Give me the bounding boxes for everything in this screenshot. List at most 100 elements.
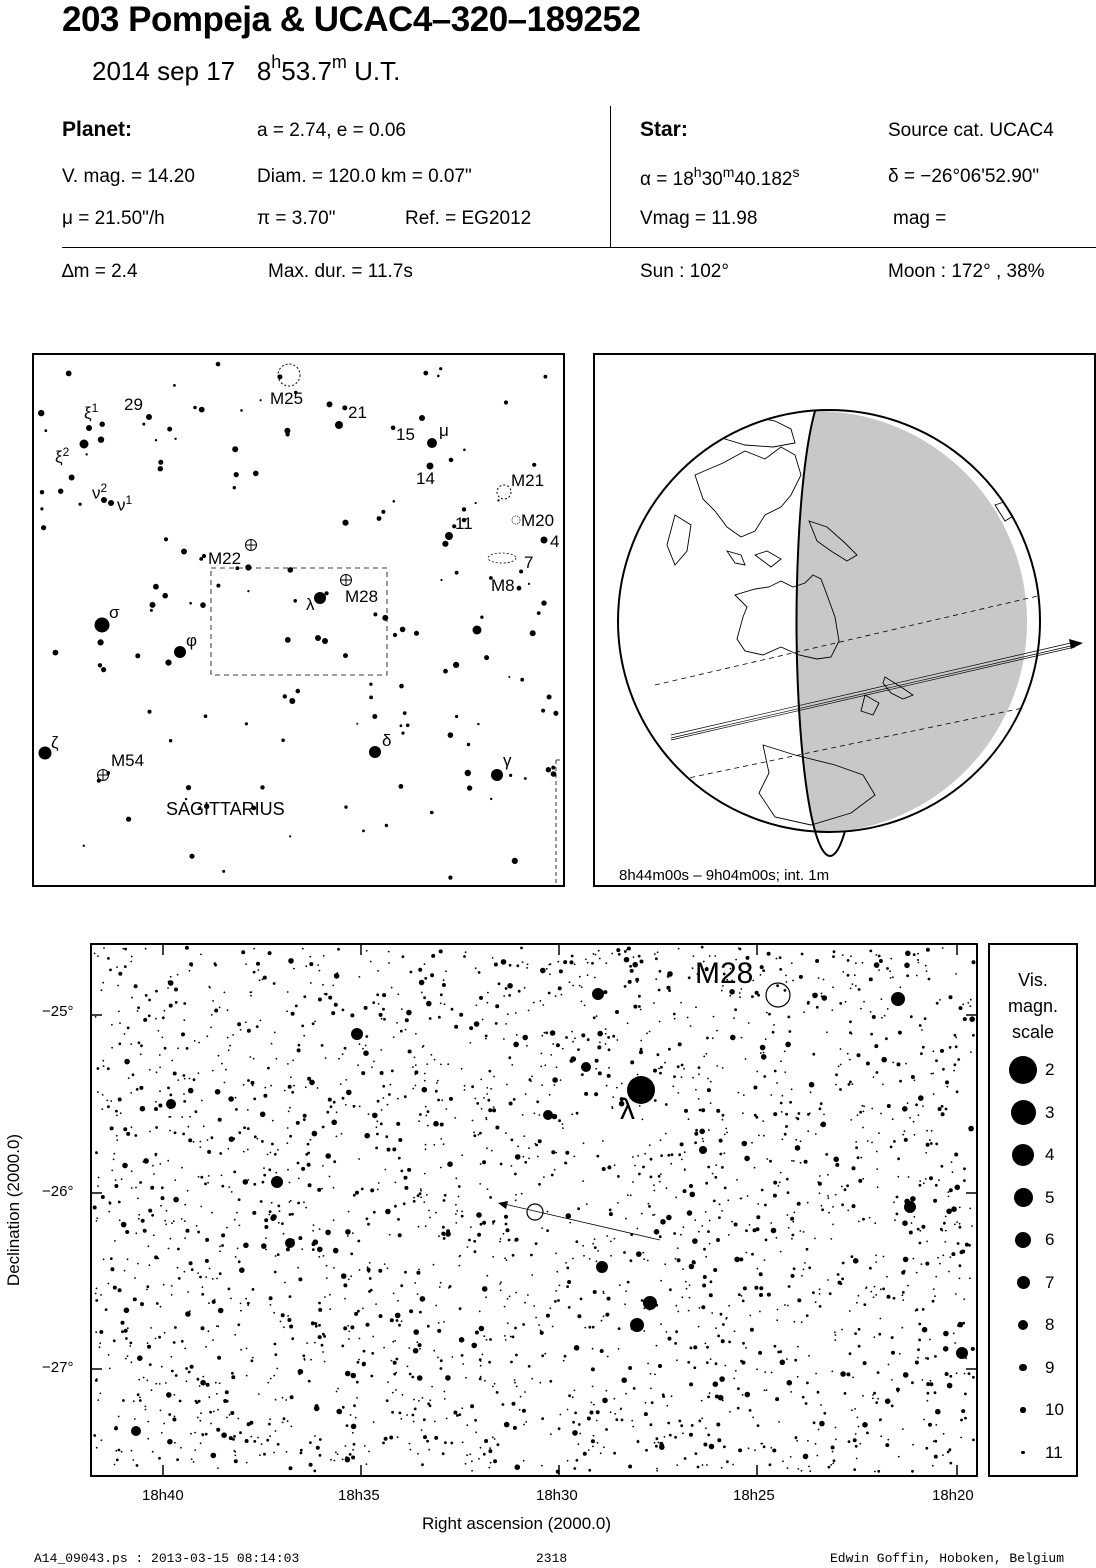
star-dot [150,1327,152,1329]
star-dot [481,1353,484,1356]
star-dot [830,1464,833,1466]
star-dot [514,1172,517,1176]
star-dot [708,1219,711,1222]
star-dot [658,1180,661,1183]
star-dot [773,1112,778,1117]
star-dot [659,1139,662,1142]
star-dot [892,1296,896,1300]
star-dot [612,1034,616,1038]
star-dot [726,1131,728,1134]
star-dot [502,1232,505,1235]
star-dot [306,1162,311,1167]
star-dot [705,1427,707,1430]
star-dot [251,805,257,811]
legend-magnitude-dot [1013,1188,1033,1207]
star-dot [692,1238,698,1244]
star-dot [733,1330,736,1333]
star-dot [403,1175,408,1180]
star-dot [486,1147,488,1150]
star-dot [102,1065,105,1068]
star-dot [259,399,262,402]
star-dot [689,1184,693,1188]
star-dot [324,1057,327,1059]
star-dot [693,1261,696,1265]
star-dot [415,1032,417,1035]
star-dot [270,1042,273,1045]
star-dot [649,1423,653,1427]
star-dot [363,1050,369,1056]
star-dot [361,1071,366,1076]
star-dot [148,1264,151,1267]
star-dot [871,1015,876,1019]
star-dot [675,1196,678,1199]
star-dot [204,1432,208,1436]
star-dot [344,1370,351,1377]
star-dot [826,1031,828,1034]
star-dot [647,1362,649,1365]
star-dot [855,1146,858,1150]
star-dot [969,1016,975,1022]
star-dot [580,986,583,988]
star-dot [357,1309,360,1313]
star-dot [902,1133,905,1136]
star-dot [324,591,329,596]
star-dot [360,1187,364,1191]
star-dot [647,1202,650,1205]
star-dot [672,1012,676,1016]
star-dot [99,1392,102,1395]
star-dot [225,1399,229,1403]
star-dot [607,1036,610,1039]
star-dot [323,993,326,995]
m20-nebula-symbol [511,515,521,525]
star-dot [943,1330,949,1337]
star-dot [240,1309,242,1312]
star-dot [350,1325,355,1330]
star-dot [690,1424,694,1427]
star-dot [869,1266,872,1270]
star-dot [800,1321,803,1324]
star-dot [466,785,473,791]
star-dot [546,694,552,700]
star-dot [685,1287,688,1290]
star-dot [423,963,426,965]
star-dot [611,952,614,955]
star-dot [814,1133,817,1135]
star-dot [368,1262,371,1264]
star-dot [740,1036,743,1039]
star-dot [708,1293,713,1298]
star-dot [504,987,508,990]
label-mu: μ [439,421,449,440]
star-dot [480,1078,483,1081]
star-dot [633,1004,638,1009]
star-dot [174,1441,176,1444]
star-dot [100,1439,103,1442]
star-dot [302,1354,306,1358]
star-dot [397,1218,400,1221]
star-dot [747,964,750,967]
star-dot [345,1229,351,1235]
star-dot [698,1108,702,1112]
star-dot [655,957,658,961]
star-dot [341,1458,344,1461]
star-dot [650,1401,654,1404]
star-dot [375,1146,378,1150]
star-dot [575,1111,579,1115]
star-dot [44,429,48,432]
star-dot [302,1113,307,1118]
star-dot [762,1051,765,1054]
star-dot [929,1338,931,1341]
star-dot [404,1270,407,1274]
star-dot [493,1382,496,1385]
star-dot [851,1204,856,1209]
star-dot [783,989,787,992]
star-dot [508,1101,513,1106]
star-dot [698,1307,701,1309]
star-dot [482,1452,486,1456]
star-dot [972,1375,975,1379]
star-dot [926,1240,928,1243]
star-dot [745,1229,748,1233]
star-dot [396,1121,401,1126]
star-dot [854,984,857,987]
star-dot [365,1217,369,1221]
xtick-label: 18h30 [536,1487,578,1504]
